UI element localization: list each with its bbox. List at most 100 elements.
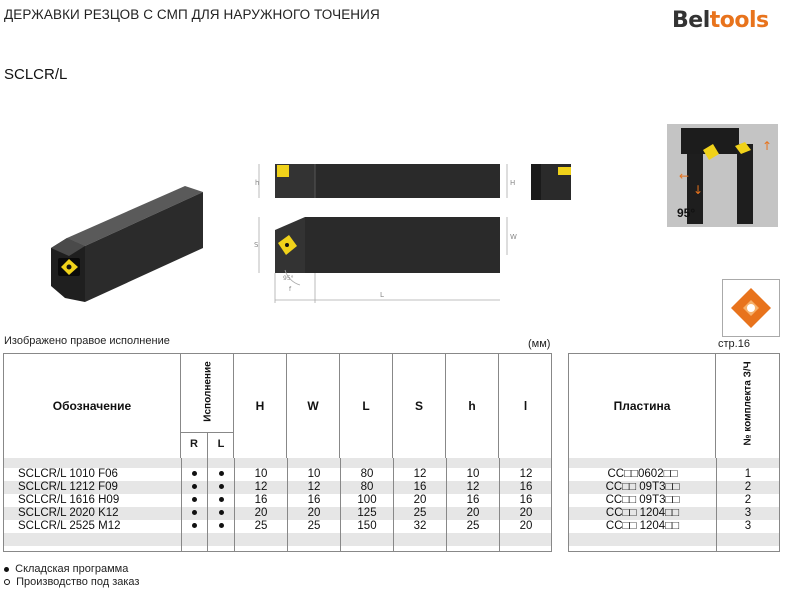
row-L-marker (208, 507, 234, 520)
row-h: 12 (466, 481, 480, 493)
row-L: 100 (357, 494, 377, 506)
unit-label: (мм) (528, 338, 551, 350)
row-H: 20 (254, 507, 268, 519)
row-S: 25 (413, 507, 427, 519)
row-R-marker (182, 494, 207, 507)
dim-label-W: W (510, 233, 517, 241)
row-designation: SCLCR/L 1616 H09 (18, 494, 120, 506)
table-row: SCLCR/L 2020 K12 20 20 125 25 20 20 (4, 507, 551, 520)
header-L: L (217, 438, 225, 450)
row-L-marker (208, 468, 234, 481)
row-H: 12 (254, 481, 268, 493)
header-variant-group: Исполнение R L (181, 354, 234, 458)
dim-label-h: h (255, 179, 259, 187)
table-row: CC□□ 1204□□ 3 (569, 520, 779, 533)
header-S: S (393, 354, 446, 458)
row-W: 16 (307, 494, 321, 506)
filled-dot-icon (4, 566, 9, 572)
row-l: 20 (519, 507, 533, 519)
brand-logo: Beltools (672, 8, 769, 33)
legend-stock: Складская программа (4, 563, 128, 575)
row-S: 12 (413, 468, 427, 480)
row-S: 20 (413, 494, 427, 506)
header-designation: Обозначение (4, 354, 181, 458)
dim-label-H: H (510, 179, 515, 187)
page-title: ДЕРЖАВКИ РЕЗЦОВ С СМП ДЛЯ НАРУЖНОГО ТОЧЕ… (4, 7, 380, 22)
row-h: 10 (466, 468, 480, 480)
brand-logo-part2: tools (709, 8, 769, 33)
row-insert: CC□□ 1204□□ (605, 520, 680, 532)
legend-order: Производство под заказ (4, 576, 139, 588)
table-body: SCLCR/L 1010 F06 10 10 80 12 10 12 SCLCR… (4, 468, 551, 533)
row-designation: SCLCR/L 2020 K12 (18, 507, 119, 519)
insert-table: Пластина № комплекта З/Ч CC□□0602□□ 1 CC… (568, 353, 780, 552)
row-insert: CC□□ 09T3□□ (605, 494, 680, 506)
table-row: SCLCR/L 1616 H09 16 16 100 20 16 16 (4, 494, 551, 507)
dim-label-f: f (289, 286, 292, 293)
row-L-marker (208, 494, 234, 507)
row-W: 10 (307, 468, 321, 480)
row-l: 16 (519, 494, 533, 506)
insert-thumbnail (722, 279, 780, 337)
row-designation: SCLCR/L 1212 F09 (18, 481, 118, 493)
table-row: SCLCR/L 1212 F09 12 12 80 16 12 16 (4, 481, 551, 494)
empty-circle-icon (4, 579, 10, 586)
header-L-length: L (340, 354, 393, 458)
header-R: R (190, 438, 198, 450)
row-R-marker (182, 481, 207, 494)
brand-logo-part1: Bel (672, 8, 710, 33)
table-row: SCLCR/L 2525 M12 25 25 150 32 25 20 (4, 520, 551, 533)
dimensions-table: Обозначение Исполнение R L H W L S h l S… (3, 353, 552, 552)
row-R-marker (182, 520, 207, 533)
row-l: 16 (519, 481, 533, 493)
row-kit: 1 (744, 468, 752, 480)
dim-label-S: S (254, 241, 259, 249)
row-insert: CC□□ 09T3□□ (605, 481, 680, 493)
arrow-down-icon: ↓ (693, 183, 703, 197)
header-H: H (234, 354, 287, 458)
page-reference: стр.16 (718, 338, 750, 350)
table-row: SCLCR/L 1010 F06 10 10 80 12 10 12 (4, 468, 551, 481)
row-L-marker (208, 481, 234, 494)
table-row: CC□□ 1204□□ 3 (569, 507, 779, 520)
row-kit: 2 (744, 481, 752, 493)
header-W: W (287, 354, 340, 458)
header-kit-group: № комплекта З/Ч (716, 354, 779, 458)
row-L: 80 (360, 481, 374, 493)
technical-drawing: h H S W L 95° f (254, 164, 571, 303)
row-h: 20 (466, 507, 480, 519)
row-H: 10 (254, 468, 268, 480)
row-L: 80 (360, 468, 374, 480)
row-kit: 3 (744, 507, 752, 519)
row-l: 20 (519, 520, 533, 532)
row-designation: SCLCR/L 1010 F06 (18, 468, 118, 480)
figure-caption: Изображено правое исполнение (4, 335, 170, 347)
legend-stock-label: Складская программа (15, 563, 129, 575)
row-kit: 3 (744, 520, 752, 532)
header-variant: Исполнение (202, 361, 214, 422)
table-row: CC□□0602□□ 1 (569, 468, 779, 481)
row-R-marker (182, 507, 207, 520)
header-kit: № комплекта З/Ч (742, 361, 754, 446)
header-insert: Пластина (569, 354, 716, 458)
row-h: 25 (466, 520, 480, 532)
header-l: l (523, 399, 528, 413)
insert-top-view (277, 165, 289, 177)
row-designation: SCLCR/L 2525 M12 (18, 520, 121, 532)
header-h: h (446, 354, 499, 458)
row-S: 32 (413, 520, 427, 532)
arrow-up-icon: ↑ (762, 139, 772, 153)
row-H: 25 (254, 520, 268, 532)
arrow-left-icon: ← (679, 169, 689, 183)
application-sketch: ↑ ← ↓ 95° (667, 124, 778, 227)
row-insert: CC□□ 1204□□ (605, 507, 680, 519)
row-H: 16 (254, 494, 268, 506)
row-L: 150 (357, 520, 377, 532)
row-h: 16 (466, 494, 480, 506)
row-kit: 2 (744, 494, 752, 506)
table-row: CC□□ 09T3□□ 2 (569, 481, 779, 494)
row-L: 125 (357, 507, 377, 519)
legend-order-label: Производство под заказ (16, 576, 140, 588)
row-R-marker (182, 468, 207, 481)
table-row: CC□□ 09T3□□ 2 (569, 494, 779, 507)
